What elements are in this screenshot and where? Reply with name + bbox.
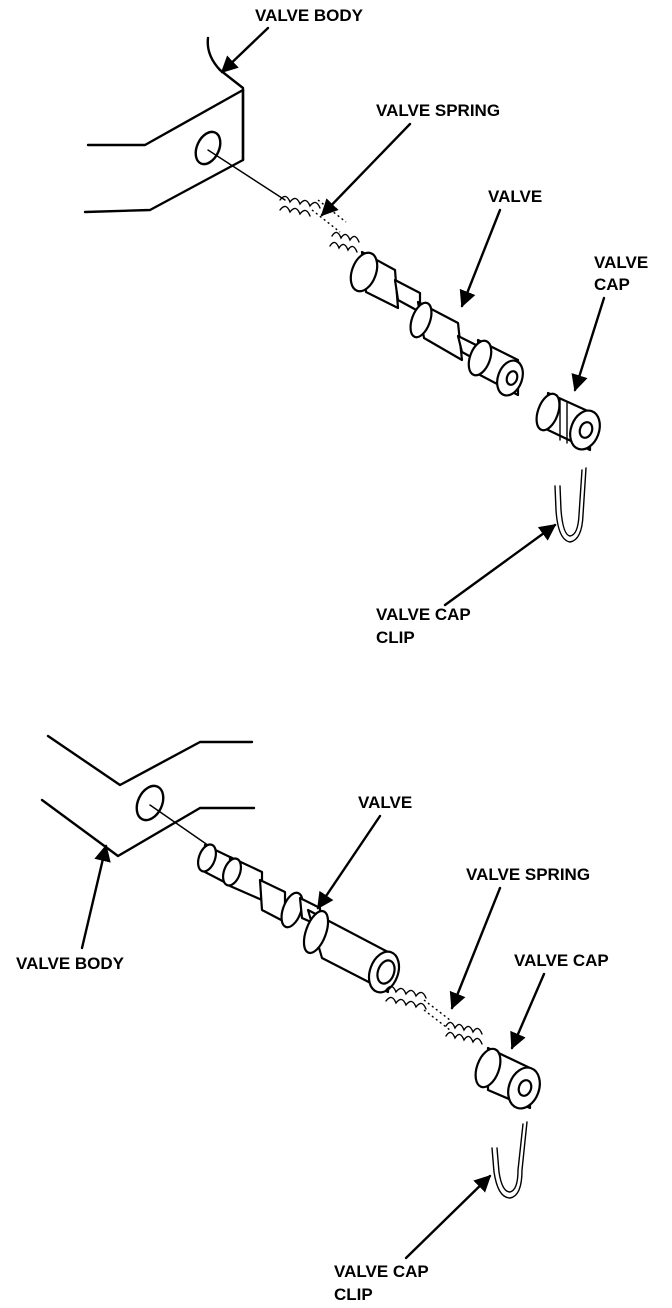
top-label-valve-cap-line2: CAP — [594, 275, 630, 294]
bottom-valve-body-shape — [40, 734, 256, 858]
bottom-valve-cap-shape — [474, 1046, 541, 1110]
top-valve-cap-shape — [535, 391, 601, 452]
bottom-valve-shape — [196, 843, 401, 994]
bottom-leader-valve-spring — [449, 886, 502, 1010]
bottom-label-valve-cap-clip-line1: VALVE CAP — [334, 1262, 429, 1281]
top-leader-valve — [459, 208, 502, 308]
bottom-label-valve-cap-clip-line2: CLIP — [334, 1285, 373, 1304]
top-label-valve-cap-clip-line1: VALVE CAP — [376, 605, 471, 624]
bottom-valve-spring-shape — [385, 985, 483, 1045]
top-leader-valve-cap — [571, 296, 606, 392]
bottom-label-valve-cap: VALVE CAP — [514, 951, 609, 970]
top-label-valve: VALVE — [488, 187, 542, 206]
top-leader-valve-cap-clip — [443, 523, 557, 607]
bottom-leader-valve — [316, 814, 382, 910]
top-valve-body-shape — [83, 36, 245, 214]
top-label-valve-spring: VALVE SPRING — [376, 101, 500, 120]
top-valve-cap-clip-shape — [554, 467, 587, 543]
top-leader-valve-spring — [320, 122, 412, 217]
bottom-label-valve-body: VALVE BODY — [16, 954, 125, 973]
top-label-valve-body: VALVE BODY — [255, 6, 364, 25]
top-label-valve-cap-clip-line2: CLIP — [376, 628, 415, 647]
bottom-leader-valve-cap — [510, 972, 546, 1050]
bottom-valve-cap-clip-shape — [491, 1121, 528, 1199]
bottom-leader-valve-cap-clip — [404, 1174, 492, 1260]
top-center-axis-line — [207, 149, 286, 201]
top-label-valve-cap-line1: VALVE — [594, 253, 648, 272]
bottom-leader-valve-body — [80, 844, 111, 950]
top-leader-valve-body — [220, 26, 270, 74]
top-diagram: VALVE BODY VALVE SPRING VALVE VALVE CAP … — [83, 6, 648, 647]
bottom-label-valve: VALVE — [358, 793, 412, 812]
top-valve-shape — [349, 250, 524, 397]
top-valve-spring-shape — [279, 195, 360, 253]
bottom-center-axis-line — [149, 804, 213, 849]
bottom-diagram: VALVE VALVE SPRING VALVE BODY VALVE CAP … — [16, 734, 609, 1304]
bottom-label-valve-spring: VALVE SPRING — [466, 865, 590, 884]
